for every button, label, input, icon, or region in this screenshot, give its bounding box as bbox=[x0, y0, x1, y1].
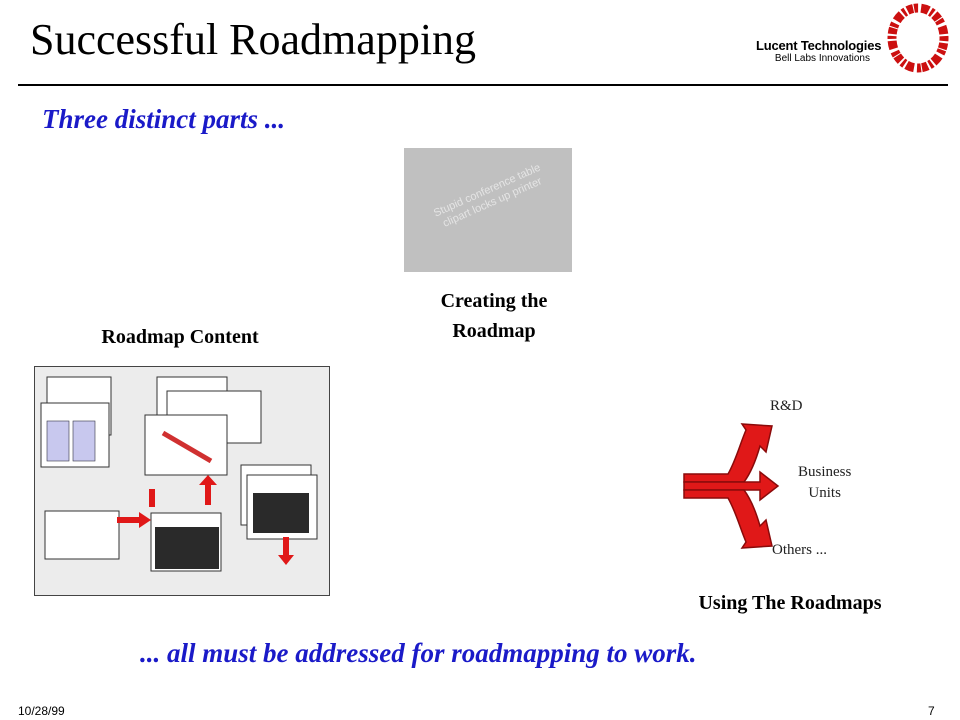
arrow-target-business-units: Business Units bbox=[798, 462, 851, 504]
business-units-line1: Business bbox=[798, 464, 852, 480]
roadmap-documents-image bbox=[40, 376, 318, 572]
lucent-logo-text: Lucent Technologies Bell Labs Innovation… bbox=[756, 38, 882, 64]
arrow-target-others: Others ... bbox=[772, 542, 827, 558]
title-divider bbox=[18, 84, 948, 86]
brand-tagline: Bell Labs Innovations bbox=[774, 53, 870, 64]
arrow-target-rd: R&D bbox=[770, 398, 803, 414]
clipart-placeholder bbox=[404, 148, 572, 272]
creating-heading-line1: Creating the bbox=[440, 290, 548, 312]
using-roadmaps-heading: Using The Roadmaps bbox=[698, 592, 882, 614]
slide-page-number: 7 bbox=[928, 704, 935, 718]
brand-name: Lucent Technologies bbox=[756, 38, 882, 53]
three-way-arrow-icon bbox=[683, 423, 780, 549]
conclusion-statement: ... all must be addressed for roadmappin… bbox=[140, 638, 697, 668]
creating-heading-line2: Roadmap bbox=[452, 320, 536, 342]
roadmap-content-collage bbox=[34, 366, 330, 596]
lucent-ring-icon bbox=[887, 3, 949, 73]
creating-roadmap-heading: Creating the Roadmap bbox=[404, 286, 584, 346]
business-units-line2: Units bbox=[808, 485, 841, 501]
roadmap-content-heading: Roadmap Content bbox=[101, 326, 259, 348]
slide-date: 10/28/99 bbox=[18, 704, 65, 718]
slide-subtitle: Three distinct parts ... bbox=[42, 104, 286, 134]
slide-title: Successful Roadmapping bbox=[30, 15, 477, 64]
